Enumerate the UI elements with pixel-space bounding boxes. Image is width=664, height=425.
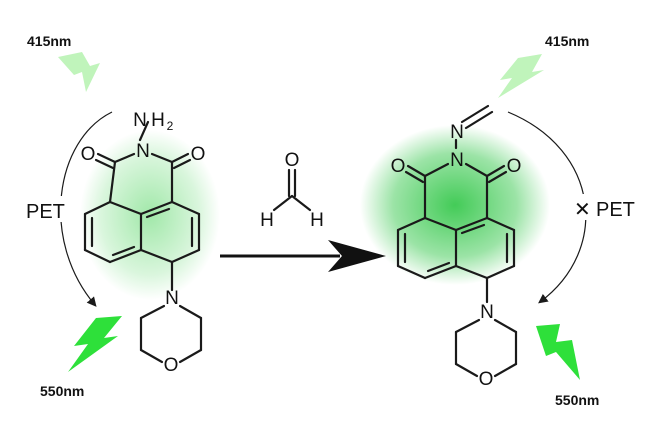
right-emission-bolt-icon	[536, 324, 580, 380]
left-pet-curve	[60, 111, 113, 307]
left-excitation-bolt-icon	[58, 52, 100, 92]
left-morpholine-n: N	[165, 288, 179, 309]
left-emission-bolt-icon	[68, 316, 122, 372]
left-amine-h: H	[151, 110, 165, 131]
left-morpholine-o: O	[164, 355, 179, 376]
left-carbonyl-o1: O	[81, 144, 96, 165]
left-excitation-label: 415nm	[27, 33, 71, 49]
formaldehyde-reagent: O H H	[260, 150, 324, 231]
right-emission-label: 550nm	[555, 392, 599, 408]
reagent-oxygen: O	[285, 150, 300, 171]
reagent-hydrogen-right: H	[310, 210, 324, 231]
left-pet-label: PET	[26, 201, 65, 223]
left-imide-n: N	[136, 141, 150, 162]
right-blocked-mark: ✕	[574, 199, 591, 221]
right-excitation-bolt-icon	[498, 54, 544, 98]
left-carbonyl-o2: O	[191, 144, 206, 165]
right-fluorescence-glow	[360, 125, 550, 285]
right-pet-label: PET	[596, 199, 635, 221]
right-morpholine-n: N	[480, 302, 494, 323]
right-imide-n: N	[450, 150, 464, 171]
right-imine-n: N	[450, 122, 464, 143]
left-emission-label: 550nm	[40, 383, 84, 399]
right-carbonyl-o1: O	[391, 156, 406, 177]
reaction-arrow	[220, 240, 386, 272]
right-carbonyl-o2: O	[507, 156, 522, 177]
right-morpholine-o: O	[479, 369, 494, 390]
left-molecule: N H 2 N O O N O	[80, 110, 220, 376]
left-amine-subscript: 2	[167, 119, 174, 133]
right-molecule: N N O O N O	[360, 104, 550, 390]
right-excitation-label: 415nm	[545, 33, 589, 49]
left-amine-n: N	[133, 110, 147, 131]
reagent-hydrogen-left: H	[260, 210, 274, 231]
